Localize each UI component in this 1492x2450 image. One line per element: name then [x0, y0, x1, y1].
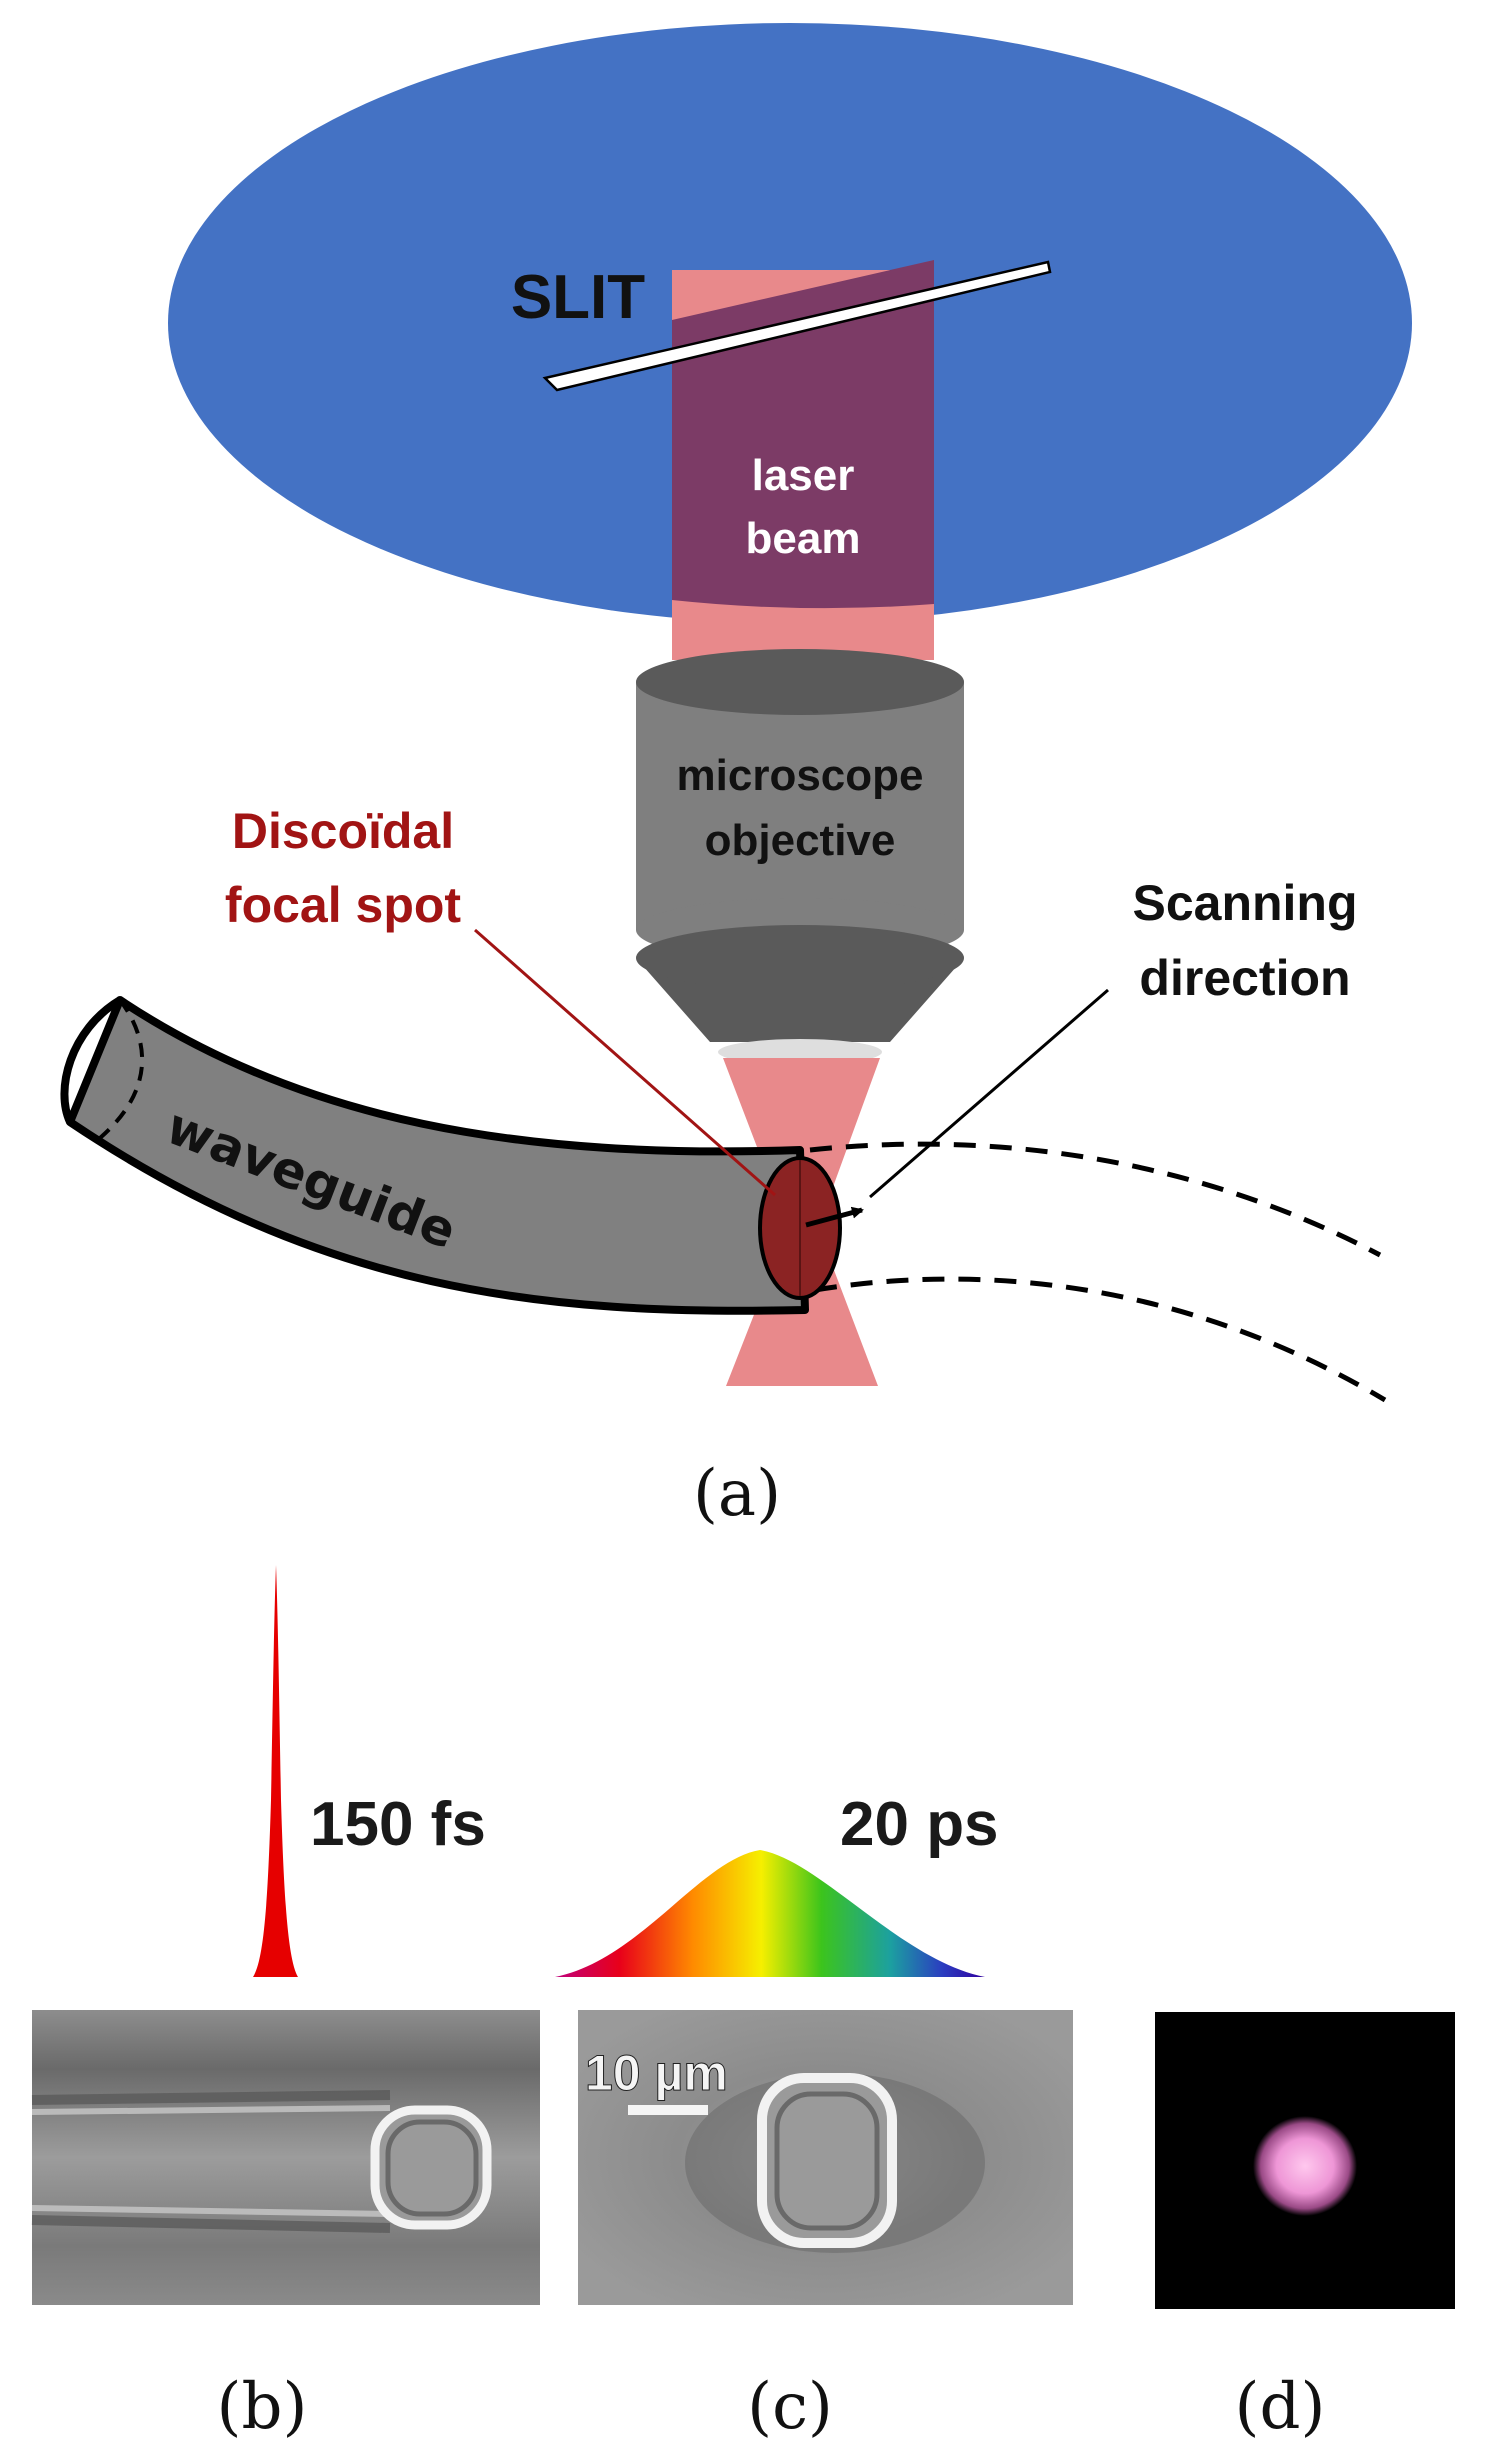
microscope-objective [636, 649, 964, 1065]
future-path-upper [809, 1141, 1382, 1258]
scanning-leader [869, 988, 1109, 1199]
laser-beam-label-line1: laser [752, 451, 855, 500]
focal-spot-leader [474, 928, 776, 1197]
panel-b: (b) [31, 2010, 540, 2444]
objective-body [636, 682, 964, 930]
waveguide-end-dashed [98, 998, 145, 1140]
future-path-lower [814, 1276, 1387, 1403]
slit [542, 260, 1052, 392]
focal-spot-label-line1: Discoïdal [232, 803, 454, 859]
scale-bar-label: 10 µm [585, 2045, 728, 2101]
objective-label-line2: objective [705, 816, 896, 865]
scanning-arrow [805, 1206, 864, 1228]
caption-a: (a) [693, 1457, 781, 1531]
focal-spot-label-line2: focal spot [225, 877, 461, 933]
scanning-label-line2: direction [1139, 950, 1350, 1006]
panel-c: 10 µm (c) [578, 2010, 1073, 2444]
slit-label: SLIT [511, 263, 645, 332]
long-pulse [555, 1850, 985, 1977]
waveguide-track-b [31, 2090, 391, 2233]
pulses: 150 fs 20 ps [253, 1565, 999, 1977]
focal-ring-b-shadow [385, 2119, 479, 2217]
laser-beam-label-line2: beam [746, 514, 861, 563]
waveguide-body [66, 996, 809, 1315]
short-pulse [253, 1565, 298, 1977]
scale-bar [628, 2105, 708, 2115]
objective-cone-top [636, 925, 964, 991]
focal-ring-c [757, 2073, 897, 2248]
scanning-label-line1: Scanning [1132, 875, 1357, 931]
objective-top [636, 649, 964, 715]
panel-d: (d) [1155, 2012, 1455, 2444]
waveguide-track-b-highlight [31, 2105, 391, 2217]
caption-d: (d) [1235, 2370, 1326, 2444]
caption-c: (c) [747, 2370, 833, 2444]
objective-label-line1: microscope [677, 751, 924, 800]
focal-ring-b [370, 2105, 492, 2230]
panel-a: SLIT laser beam microscope objective wav… [60, 23, 1412, 1531]
caption-b: (b) [217, 2370, 308, 2444]
focal-ring-c-shadow [774, 2091, 880, 2231]
long-pulse-label: 20 ps [840, 1790, 999, 1859]
waveguide: waveguide [60, 996, 809, 1315]
waveguide-end-cap [60, 996, 123, 1124]
pink-spot [1253, 2116, 1357, 2216]
short-pulse-label: 150 fs [310, 1790, 486, 1859]
